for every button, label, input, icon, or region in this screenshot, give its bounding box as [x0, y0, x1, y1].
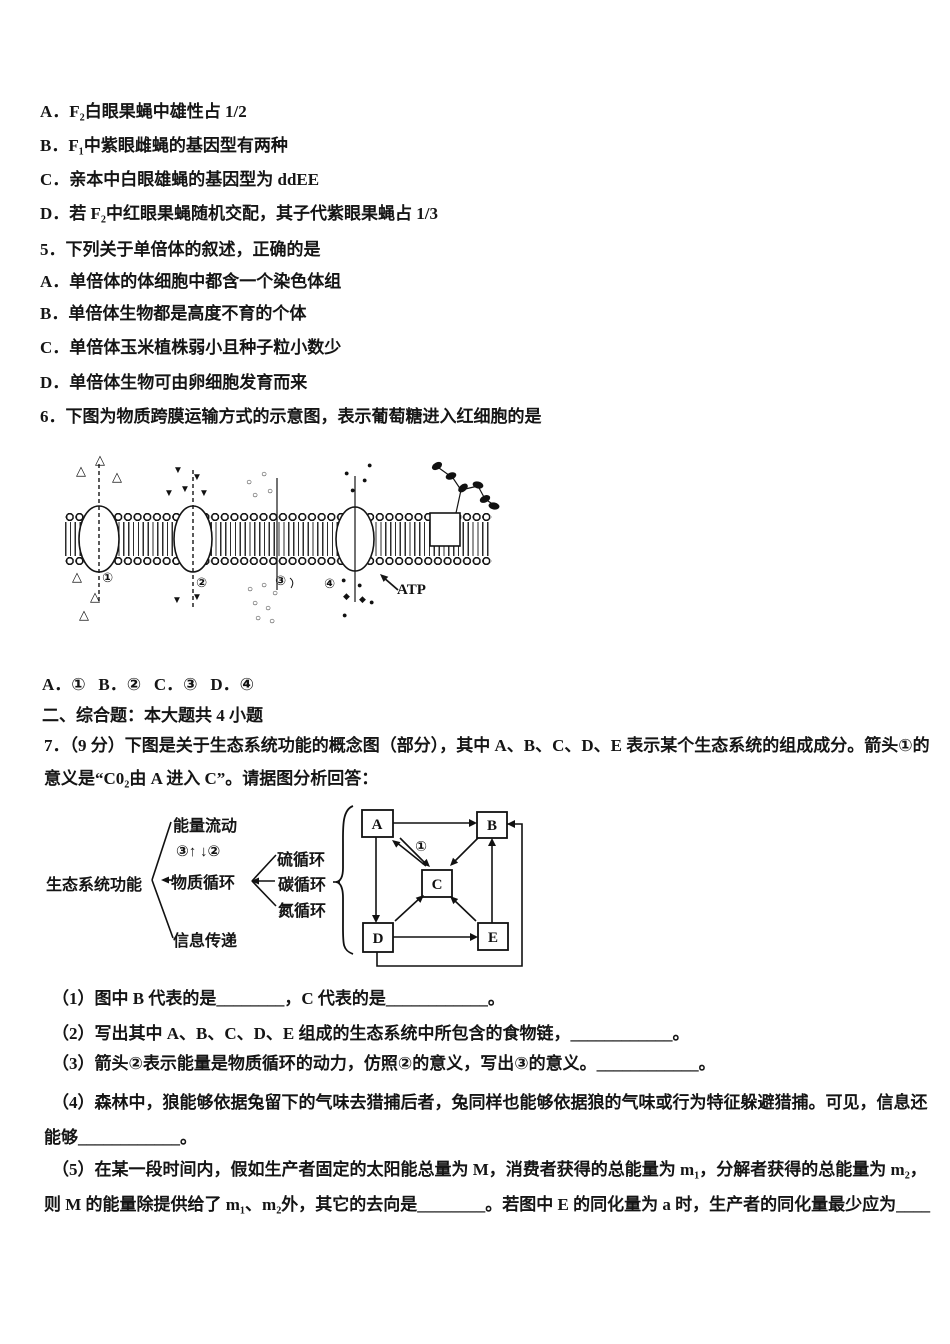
q5-option-a: A．单倍体的体细胞中都含一个染色体组 — [40, 272, 342, 291]
q7-stem-line1: 7．（9 分）下图是关于生态系统功能的概念图（部分），其中 A、B、C、D、E … — [44, 736, 930, 755]
section2-heading: 二、综合题：本大题共 4 小题 — [42, 706, 263, 725]
open-circle-icon: ○ — [265, 603, 272, 614]
phospholipid-heads-top-row — [65, 512, 492, 522]
phospholipid-tails — [65, 522, 492, 556]
open-triangle-icon: △ — [112, 469, 122, 484]
q7-sub2: （2）写出其中 A、B、C、D、E 组成的生态系统中所包含的食物链，______… — [52, 1024, 690, 1043]
filled-triangle-icon: ▼ — [192, 472, 202, 483]
filled-circle-icon: ● — [344, 468, 350, 478]
box-letters: A B C D E — [372, 817, 498, 947]
filled-diamond-icon: ◆ — [343, 591, 350, 601]
glycoprotein-body — [429, 512, 461, 547]
channel-3-label: ③ — [275, 573, 287, 588]
open-circle-icon: ○ — [261, 469, 268, 480]
box-e-letter: E — [488, 930, 498, 946]
q4-option-d: D．若 F₂中红眼果蝇随机交配，其子代紫眼果蝇占 1/3 — [40, 204, 438, 223]
q7-sub4-line1: （4）森林中，狼能够依据兔留下的气味去猎捕后者，兔同样也能够依据狼的气味或行为特… — [52, 1093, 928, 1112]
nitrogen-cycle-label: 氮循环 — [278, 903, 327, 920]
box-c-letter: C — [432, 877, 443, 893]
filled-circle-icon: ● — [350, 485, 356, 495]
q5-stem: 5．下列关于单倍体的叙述，正确的是 — [40, 240, 321, 259]
open-triangle-icon: △ — [76, 463, 86, 478]
flow-arrows — [375, 822, 523, 967]
open-triangle-icon: △ — [95, 452, 105, 467]
sulfur-cycle-label: 硫循环 — [277, 852, 326, 869]
filled-triangle-icon: ▼ — [199, 488, 209, 499]
open-circle-icon: ○ — [267, 486, 274, 497]
q6-stem: 6．下图为物质跨膜运输方式的示意图，表示葡萄糖进入红细胞的是 — [40, 407, 542, 426]
box-b-letter: B — [487, 818, 497, 834]
component-boxes — [361, 809, 509, 953]
ecosystem-diagram: A B C D E ① 生态系统功能 能量流动 ③↑ ↓② 物质循环 信息传递 … — [40, 798, 540, 978]
open-circle-icon: ○ — [247, 584, 254, 595]
phospholipid-heads-bottom-row — [65, 556, 492, 566]
open-triangle-icon: △ — [72, 569, 82, 584]
box-a — [361, 809, 394, 838]
filled-circle-icon: ● — [362, 475, 368, 485]
filled-diamond-icon: ◆ — [359, 594, 366, 604]
atp-arrow — [380, 574, 399, 591]
filled-triangle-icon: ▼ — [192, 592, 202, 603]
open-triangle-icon: △ — [90, 589, 100, 604]
channel-2-label: ② — [196, 575, 208, 590]
open-circle-icon: ○ — [252, 598, 259, 609]
open-circle-icon: ○ — [272, 588, 279, 599]
q7-stem-line2: 意义是“C0₂由 A 进入 C”。请据图分析回答： — [44, 769, 379, 788]
transport-proteins — [78, 505, 461, 573]
q6-options-line: A．① B．② C．③ D．④ — [42, 675, 254, 694]
filled-triangle-icon: ▼ — [180, 484, 190, 495]
info-transfer-label: 信息传递 — [173, 933, 238, 950]
flow-arrowheads — [372, 819, 515, 941]
channel-4-label: ④ — [324, 576, 336, 591]
filled-circle-icon: ● — [342, 610, 348, 620]
ecosystem-graph: A B C D E ① — [151, 805, 523, 967]
tree-arrowheads — [161, 876, 259, 885]
open-circle-icon: ○ — [246, 477, 253, 488]
material-cycle-label: 物质循环 — [171, 875, 236, 892]
q7-sub5-line1: （5）在某一段时间内，假如生产者固定的太阳能总量为 M，消费者获得的总能量为 m… — [52, 1160, 927, 1179]
open-circle-icon: ○ — [261, 580, 268, 591]
box-c — [421, 869, 453, 898]
filled-circle-icon: ● — [369, 597, 375, 607]
box-b — [476, 811, 508, 839]
q4-option-c: C．亲本中白眼雄蝇的基因型为 ddEE — [40, 170, 320, 189]
q5-option-b: B．单倍体生物都是高度不育的个体 — [40, 304, 307, 323]
box-d — [362, 922, 394, 953]
arrow-1-label: ① — [415, 840, 427, 855]
carbon-cycle-brace — [335, 805, 354, 955]
updown-arrows-label: ③↑ ↓② — [176, 844, 221, 860]
q7-sub4-line2: 能够____________。 — [44, 1128, 197, 1147]
filled-triangle-icon: ▼ — [173, 465, 183, 476]
box-e — [477, 922, 509, 951]
membrane-overlay — [78, 461, 500, 608]
filled-circle-icon: ● — [341, 575, 347, 585]
q4-option-b: B．F₁中紫眼雌蝇的基因型有两种 — [40, 136, 288, 155]
glycoprotein-sugar-chains — [431, 461, 500, 510]
outer-loop-d-to-b — [376, 823, 523, 967]
q7-sub5-line2: 则 M 的能量除提供给了 m₁、m₂外，其它的去向是________。若图中 E… — [44, 1195, 931, 1214]
channel-1-label: ① — [102, 570, 114, 585]
open-circle-icon: ○ — [255, 613, 262, 624]
box-d-letter: D — [373, 931, 384, 947]
ecosystem-root-label: 生态系统功能 — [46, 877, 143, 894]
filled-circle-icon: ● — [367, 460, 373, 470]
membrane-diagram: △ △ △ △ △ △ ▼ ▼ ▼ ▼ ▼ ▼ ▼ ○ ○ ○ ○ ○ ○ ○ … — [60, 450, 500, 635]
energy-flow-label: 能量流动 — [173, 818, 238, 835]
q5-option-c: C．单倍体玉米植株弱小且种子粒小数少 — [40, 338, 342, 357]
carbon-cycle-label: 碳循环 — [278, 877, 327, 894]
filled-triangle-icon: ▼ — [164, 488, 174, 499]
box-a-letter: A — [372, 817, 383, 833]
filled-circle-icon: ● — [357, 580, 363, 590]
open-circle-icon: ○ — [252, 490, 259, 501]
q4-option-a: A．F₂白眼果蝇中雄性占 1/2 — [40, 102, 247, 121]
q7-sub1: （1）图中 B 代表的是________，C 代表的是____________。 — [52, 989, 505, 1008]
open-circle-icon: ○ — [269, 616, 276, 627]
atp-label: ATP — [397, 582, 426, 598]
q7-sub3: （3）箭头②表示能量是物质循环的动力，仿照②的意义，写出③的意义。_______… — [52, 1054, 716, 1073]
filled-triangle-icon: ▼ — [172, 595, 182, 606]
open-triangle-icon: △ — [79, 607, 89, 622]
transport-path-lines — [98, 464, 356, 608]
q5-option-d: D．单倍体生物可由卵细胞发育而来 — [40, 373, 308, 392]
